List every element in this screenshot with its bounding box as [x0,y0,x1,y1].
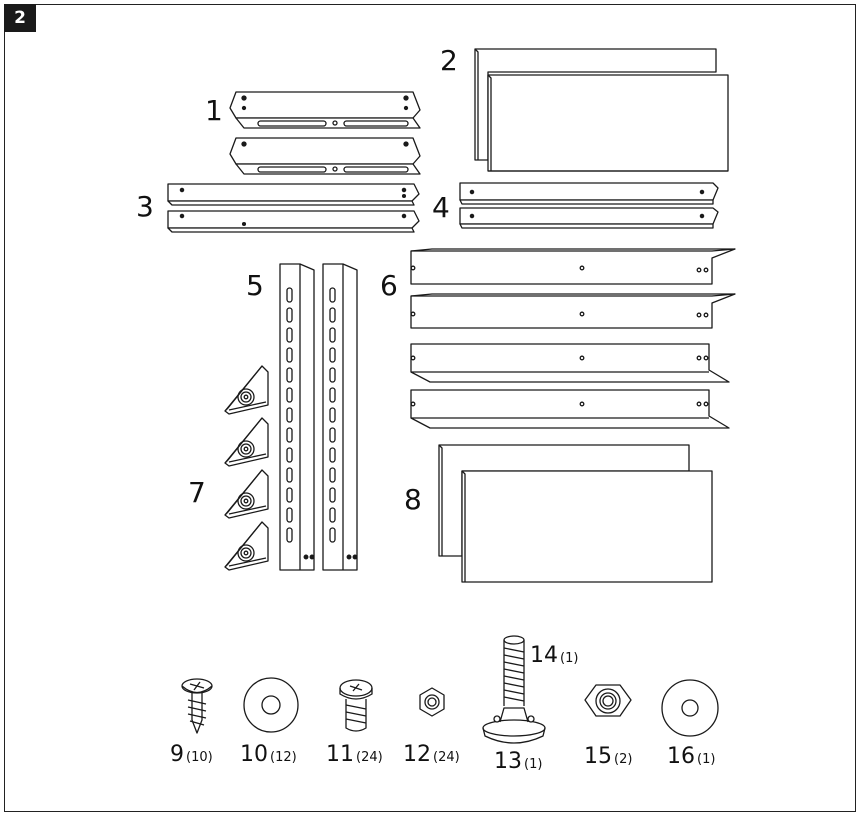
large-washer-icon [661,679,719,737]
part-label-8: 8 [404,483,422,516]
hardware-label-11: 11(24) [326,742,383,767]
part-label-1: 1 [205,94,223,127]
hardware-label-10: 10(12) [240,742,297,767]
part-label-5: 5 [246,269,264,302]
part-2-panel-icon [474,48,729,172]
part-label-4: 4 [432,191,450,224]
part-label-3: 3 [136,190,154,223]
step-number-badge: 2 [4,4,36,32]
hardware-label-13: 13(1) [494,749,543,774]
part-label-6: 6 [380,269,398,302]
hardware-label-9: 9(10) [170,742,213,767]
part-1-bracket-icon [229,91,421,175]
bolt-icon [339,679,373,732]
part-5-upright-icon [279,263,358,571]
part-label-7: 7 [188,476,206,509]
leveling-foot-icon [482,707,546,744]
part-7-corner-foot-icon [224,365,269,415]
part-8-panel-icon [438,444,713,583]
part-label-2: 2 [440,44,458,77]
washer-icon [243,677,299,733]
part-6-profile-icon [410,248,736,429]
hardware-label-16: 16(1) [667,744,716,769]
hex-nut-icon [584,684,632,717]
threaded-rod-icon [503,635,525,706]
part-3-rail-icon [167,183,420,233]
hardware-label-14: 14(1) [530,643,579,668]
hardware-label-15: 15(2) [584,744,633,769]
diagram-frame [4,4,856,812]
nut-icon [419,687,445,717]
screw-icon [181,678,213,734]
hardware-label-12: 12(24) [403,742,460,767]
part-4-rail-icon [459,182,719,229]
